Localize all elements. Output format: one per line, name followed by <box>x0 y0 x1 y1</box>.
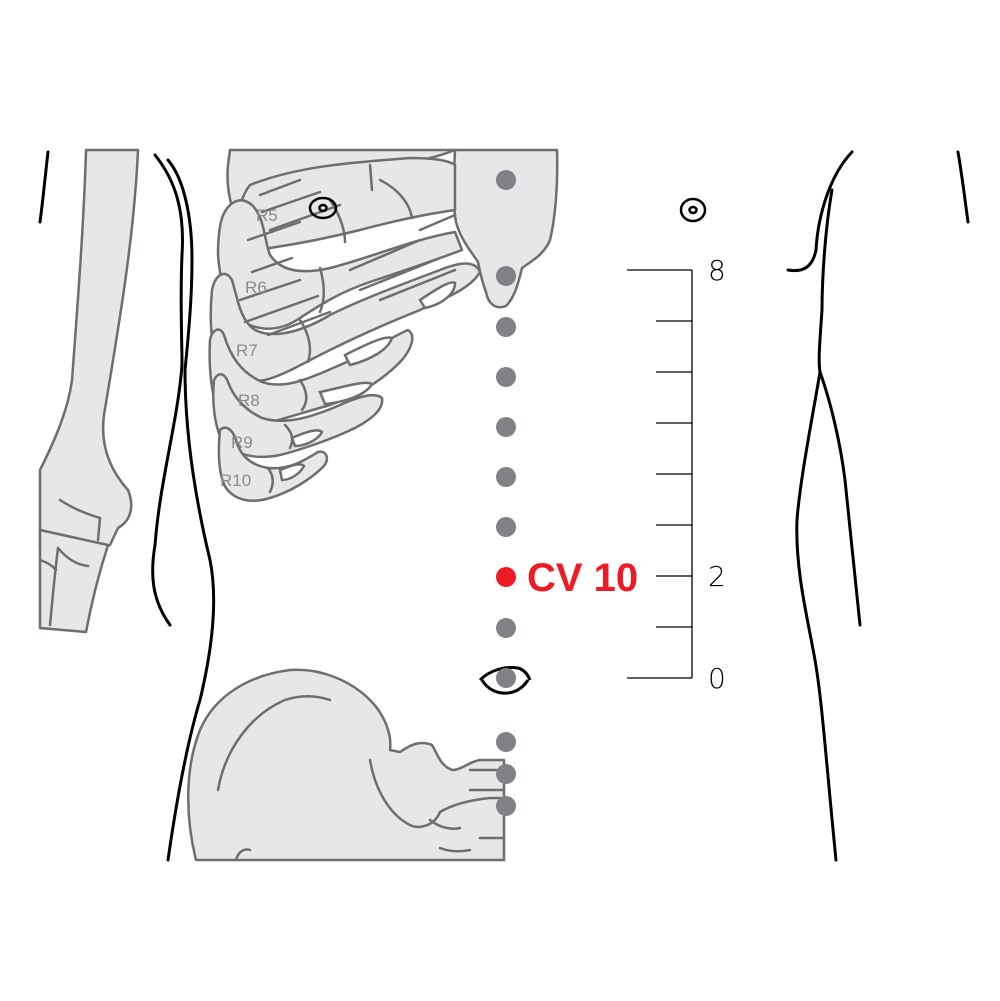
acupoint-cv10-marker <box>496 567 516 587</box>
acupoint-marker <box>496 367 516 387</box>
left-nipple-icon <box>308 196 338 220</box>
rib-label-r8: R8 <box>238 391 260 410</box>
body-outline <box>38 150 970 862</box>
rib-label-r10: R10 <box>220 471 251 490</box>
acupoint-marker <box>496 618 516 638</box>
scale-tick-label: 0 <box>708 662 726 695</box>
rib-label-r7: R7 <box>236 341 258 360</box>
acupoint-marker <box>496 317 516 337</box>
acupoint-marker <box>496 517 516 537</box>
rib-label-r6: R6 <box>245 278 267 297</box>
right-nipple-icon <box>679 197 707 223</box>
acupoint-marker <box>496 796 516 816</box>
conception-vessel-points <box>496 170 516 816</box>
rib-cage <box>208 148 559 502</box>
acupoint-marker <box>496 467 516 487</box>
navel-icon <box>478 666 532 695</box>
acupoint-marker <box>496 668 516 688</box>
acupoint-marker <box>496 732 516 752</box>
acupoint-marker <box>496 764 516 784</box>
acupoint-marker <box>496 170 516 190</box>
acupoint-marker <box>496 417 516 437</box>
pelvis-bones <box>187 668 506 862</box>
acupoint-marker <box>496 266 516 286</box>
left-arm-bones <box>38 148 140 634</box>
nipple-marks <box>308 196 707 223</box>
scale-tick-label: 2 <box>708 560 726 593</box>
cun-measurement-scale: 8 2 0 <box>627 254 726 695</box>
rib-labels: R5 R6 R7 R8 R9 R10 <box>220 206 278 490</box>
acupoint-label: CV 10 <box>527 556 638 600</box>
scale-tick-label: 8 <box>708 254 726 287</box>
rib-label-r5: R5 <box>256 206 278 225</box>
rib-label-r9: R9 <box>231 433 253 452</box>
